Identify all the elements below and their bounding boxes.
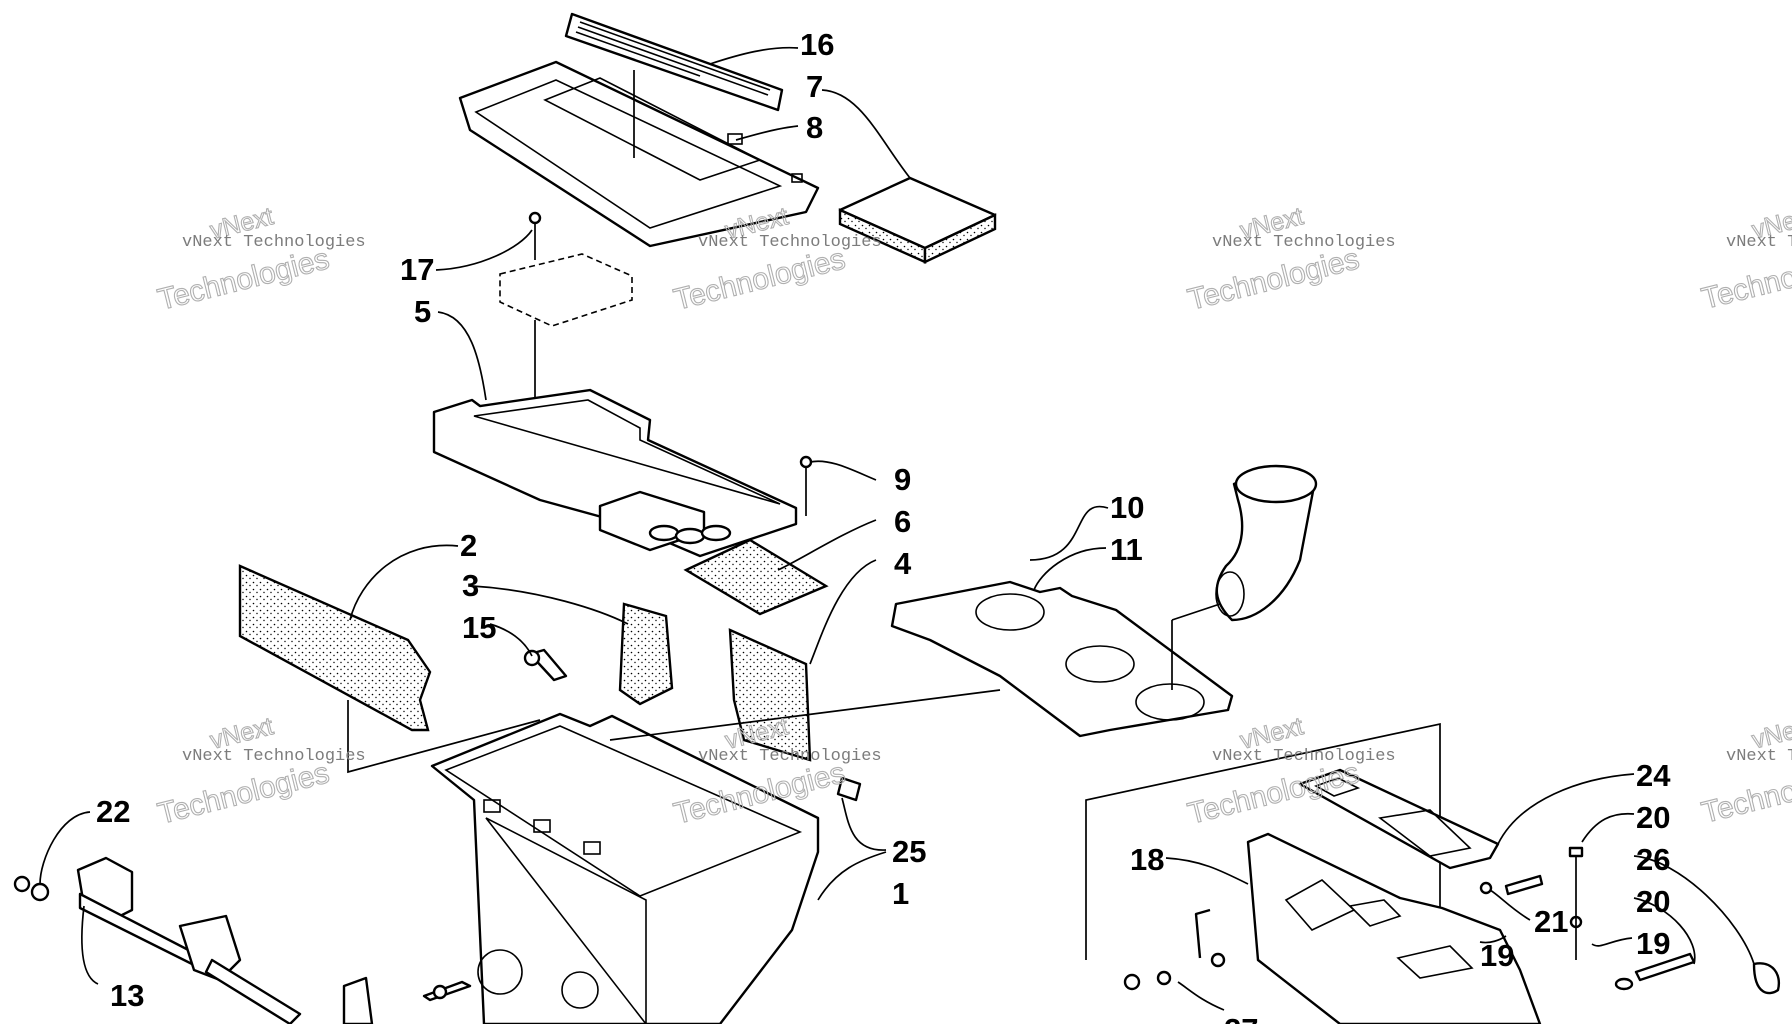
foam-part-3 (618, 602, 674, 706)
callout-7: 7 (806, 69, 823, 104)
foam-part-6 (683, 538, 829, 616)
callout-2: 2 (460, 528, 477, 563)
callout-11: 11 (1110, 532, 1143, 567)
gasket-part-24 (1298, 768, 1500, 870)
callout-3: 3 (462, 568, 479, 603)
callout-21: 21 (1534, 904, 1568, 939)
svg-text:Technologies: Technologies (155, 756, 333, 830)
callout-25: 25 (892, 834, 926, 869)
callout-18: 18 (1130, 842, 1164, 877)
svg-text:Technologies: Technologies (1699, 755, 1792, 829)
svg-text:vNext Technologies: vNext Technologies (698, 747, 882, 766)
svg-text:Technologies: Technologies (1185, 756, 1363, 830)
foam-part-2 (238, 564, 432, 732)
callout-5: 5 (414, 294, 431, 329)
svg-text:vNext Technologies: vNext Technologies (182, 747, 366, 766)
svg-text:Technologies: Technologies (155, 242, 333, 316)
watermark-8: vNext vNext Technologies Technologies (1698, 711, 1792, 830)
callout-17: 17 (400, 252, 434, 287)
callout-22: 22 (96, 794, 130, 829)
svg-text:vNext Technologies: vNext Technologies (182, 233, 366, 252)
watermark-4: vNext vNext Technologies Technologies (1698, 201, 1792, 316)
fasteners-right (1123, 846, 1781, 995)
tray-part-5 (432, 388, 798, 558)
callout-9: 9 (894, 462, 911, 497)
callout-13: 13 (110, 978, 144, 1013)
leader-lines (39, 46, 1755, 1011)
top-cover-part-8 (458, 60, 820, 248)
filter-pad-part-7 (838, 176, 997, 264)
callout-8: 8 (806, 110, 823, 145)
svg-text:vNext Technologies: vNext Technologies (1726, 233, 1792, 252)
screw-part-15 (523, 648, 568, 682)
fitting-part-25 (836, 776, 862, 802)
callout-4: 4 (894, 546, 912, 581)
reference-line-2 (347, 700, 541, 774)
screw-part-9 (799, 455, 813, 516)
callout-16: 16 (800, 27, 834, 62)
callout-20a: 20 (1636, 800, 1670, 835)
callout-1: 1 (892, 876, 909, 911)
callouts: 16 7 8 17 5 9 10 11 6 4 2 3 15 25 1 18 2… (96, 27, 1671, 1024)
callout-19a: 19 (1636, 926, 1670, 961)
hardware-left-lower (13, 856, 472, 1024)
svg-text:vNext Technologies: vNext Technologies (1212, 747, 1396, 766)
callout-24: 24 (1636, 758, 1671, 793)
callout-27: 27 (1224, 1012, 1258, 1024)
air-box-part-1 (430, 712, 820, 1024)
assembly-box-right (1085, 722, 1441, 1024)
watermark-3: vNext vNext Technologies Technologies (1184, 202, 1396, 318)
foam-part-4 (728, 628, 812, 762)
reference-line-1 (609, 689, 1001, 741)
svg-text:Technologies: Technologies (1185, 242, 1363, 316)
svg-text:vNext Technologies: vNext Technologies (698, 233, 882, 252)
callout-10: 10 (1110, 490, 1144, 525)
plate-part-11 (890, 580, 1234, 738)
watermark-1: vNext vNext Technologies Technologies (154, 202, 366, 318)
callout-6: 6 (894, 504, 911, 539)
watermark-5: vNext vNext Technologies Technologies (154, 712, 366, 832)
svg-text:Technologies: Technologies (1699, 241, 1792, 315)
housing-part-18 (1246, 832, 1542, 1024)
callout-20b: 20 (1636, 884, 1670, 919)
elbow-duct-part-10 (1171, 464, 1318, 690)
screw-part-17 (528, 211, 542, 260)
svg-text:vNext Technologies: vNext Technologies (1726, 747, 1792, 766)
svg-text:vNext Technologies: vNext Technologies (1212, 233, 1396, 252)
callout-26: 26 (1636, 842, 1670, 877)
callout-15: 15 (462, 610, 496, 645)
svg-text:Technologies: Technologies (671, 242, 849, 316)
decal-part-16 (564, 12, 784, 112)
callout-19b: 19 (1480, 938, 1514, 973)
